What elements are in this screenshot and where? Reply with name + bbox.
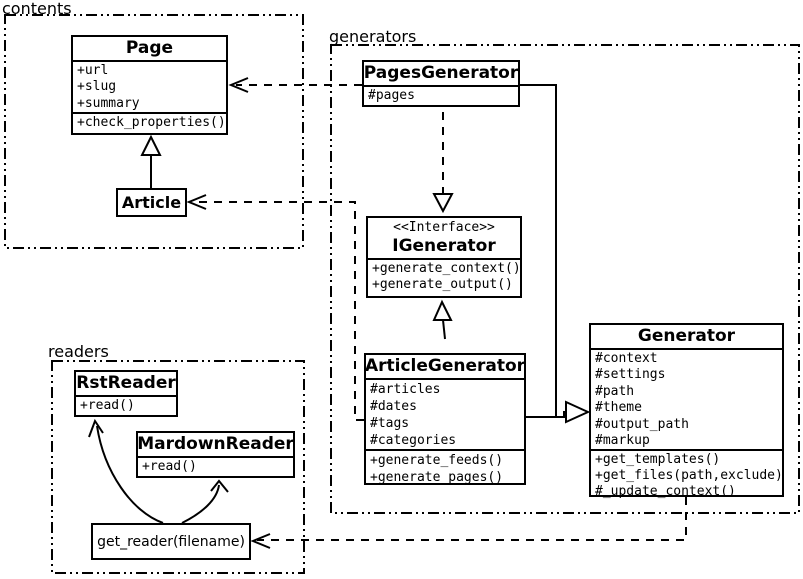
class-box-pagesgenerator: PagesGenerator #pages <box>362 60 520 107</box>
function-label-get-reader: get_reader(filename) <box>97 533 245 550</box>
class-title-article: Article <box>121 193 182 212</box>
class-title-page: Page <box>73 37 226 62</box>
class-box-articlegenerator: ArticleGenerator #articles #dates #tags … <box>364 353 526 485</box>
attribute-row: +url <box>77 63 109 78</box>
class-methods-generator: +get_templates() +get_files(path,exclude… <box>591 451 783 500</box>
method-row: #_update_context() <box>595 484 736 500</box>
method-row: +read() <box>142 459 197 474</box>
class-box-page: Page +url +slug +summary +check_properti… <box>71 35 228 135</box>
class-title-rstreader: RstReader <box>76 372 176 397</box>
class-title-generator: Generator <box>591 325 782 350</box>
class-methods-page: +check_properties() <box>73 114 226 133</box>
method-row: +get_files(path,exclude) <box>595 468 783 484</box>
class-title-pagesgenerator: PagesGenerator <box>364 62 518 87</box>
package-label-contents: contents <box>2 0 72 18</box>
function-box-get-reader: get_reader(filename) <box>91 523 251 560</box>
inheritance-articlegenerator-to-igenerator <box>432 299 453 340</box>
inheritance-generators-to-generator <box>519 84 591 424</box>
method-row: +generate_output() <box>372 277 513 293</box>
class-methods-rstreader: +read() <box>76 397 176 415</box>
attribute-row: #path <box>595 383 635 399</box>
arrow-getreader-to-mardownreader <box>181 479 229 524</box>
method-row: +generate_pages() <box>370 470 504 485</box>
attribute-row: +summary <box>77 95 140 111</box>
class-attributes-generator: #context #settings #path #theme #output_… <box>591 350 782 452</box>
method-row: +generate_feeds() <box>370 453 504 468</box>
method-row: +check_properties() <box>77 115 226 131</box>
attribute-row: #theme <box>595 400 642 416</box>
class-title-igenerator: <<Interface>> IGenerator <box>368 218 520 260</box>
realization-pagesgenerator-to-igenerator <box>432 112 454 214</box>
class-box-article: Article <box>116 188 187 217</box>
attribute-row: #categories <box>370 433 457 448</box>
attribute-row: #context <box>595 351 658 366</box>
attribute-row: #articles <box>370 382 441 397</box>
class-attributes-pagesgenerator: #pages <box>364 87 518 105</box>
class-attributes-articlegenerator: #articles #dates #tags #categories <box>366 380 524 451</box>
method-row: +read() <box>80 398 135 413</box>
dependency-articlegenerator-to-article <box>186 194 364 421</box>
attribute-row: #settings <box>595 367 666 383</box>
method-row: +generate_context() <box>372 261 521 276</box>
dependency-generator-to-getreader <box>250 497 687 549</box>
attribute-row: #markup <box>595 433 650 449</box>
class-methods-igenerator: +generate_context() +generate_output() <box>368 260 521 296</box>
dependency-pagesgenerator-to-page <box>228 77 362 93</box>
class-name-igenerator: IGenerator <box>392 236 496 256</box>
class-box-mardownreader: MardownReader +read() <box>136 431 295 478</box>
class-title-mardownreader: MardownReader <box>137 433 294 458</box>
class-stereotype-igenerator: <<Interface>> <box>393 220 495 235</box>
class-methods-mardownreader: +read() <box>138 458 293 476</box>
package-label-generators: generators <box>329 27 417 46</box>
class-box-igenerator: <<Interface>> IGenerator +generate_conte… <box>366 216 522 298</box>
package-label-readers: readers <box>48 342 109 361</box>
attribute-row: #tags <box>370 416 410 431</box>
attribute-row: #pages <box>368 88 415 103</box>
attribute-row: +slug <box>77 79 117 95</box>
attribute-row: #dates <box>370 399 417 414</box>
class-box-rstreader: RstReader +read() <box>74 370 178 417</box>
class-title-articlegenerator: ArticleGenerator <box>365 355 525 380</box>
method-row: +get_templates() <box>595 452 721 468</box>
class-attributes-page: +url +slug +summary <box>73 62 226 115</box>
attribute-row: #output_path <box>595 416 689 432</box>
class-methods-articlegenerator: +generate_feeds() +generate_pages() <box>366 451 524 486</box>
inheritance-article-to-page <box>140 134 162 188</box>
class-box-generator: Generator #context #settings #path #them… <box>589 323 784 500</box>
